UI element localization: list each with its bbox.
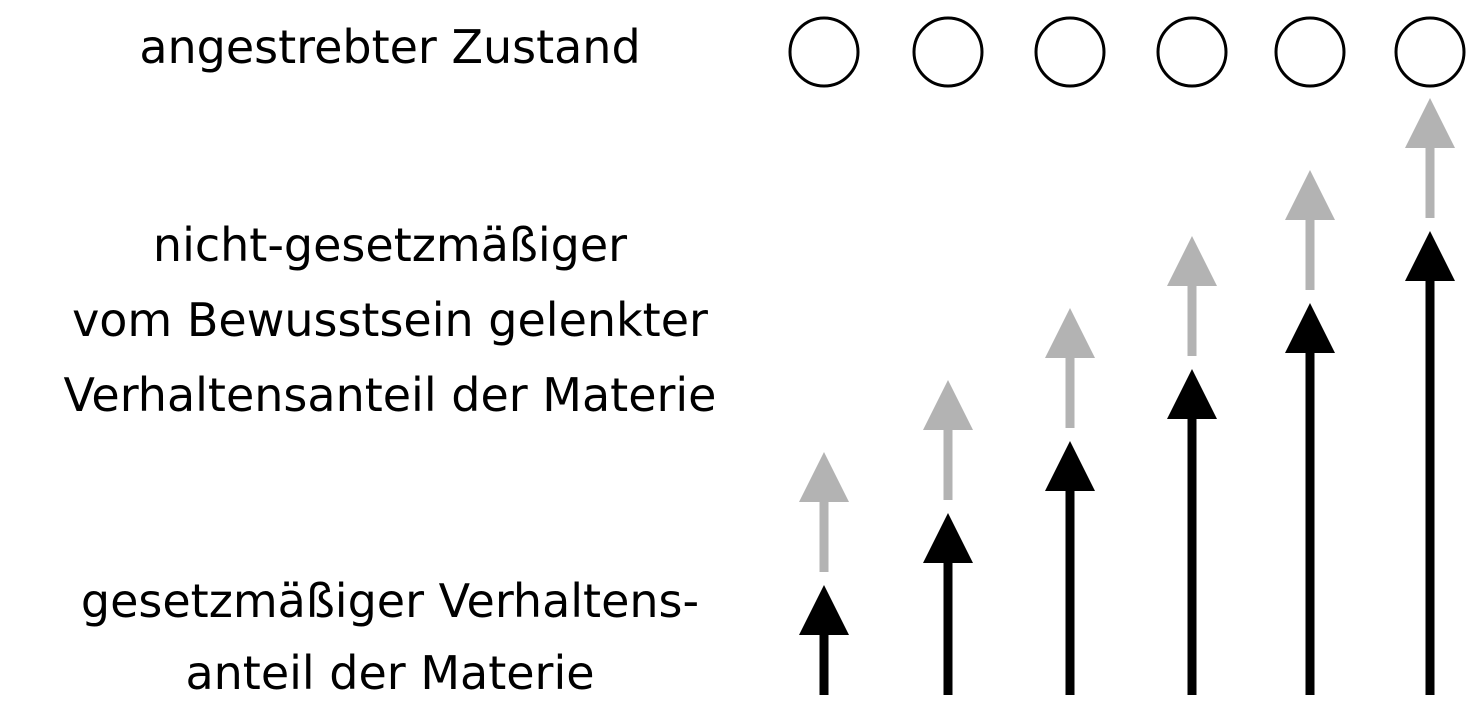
lawful-behavior-label: gesetzmäßiger Verhaltens- anteil der Mat…: [20, 565, 760, 709]
target-state-circle: [1034, 16, 1106, 88]
lawful-arrow-head: [799, 585, 849, 635]
target-state-circle: [1394, 16, 1466, 88]
non-lawful-line-2: vom Bewusstsein gelenkter: [72, 293, 708, 347]
non-lawful-arrow-head: [1167, 236, 1217, 286]
target-state-label: angestrebter Zustand: [139, 20, 641, 74]
non-lawful-arrow-head: [799, 452, 849, 502]
non-lawful-line-1: nicht-gesetzmäßiger: [152, 218, 628, 272]
non-lawful-line-3: Verhaltensanteil der Materie: [63, 368, 717, 422]
target-state-circle: [912, 16, 984, 88]
lawful-arrow-head: [1405, 231, 1455, 281]
lawful-arrow-head: [923, 513, 973, 563]
lawful-arrow-head: [1285, 303, 1335, 353]
lawful-line-2: anteil der Materie: [185, 646, 595, 700]
lawful-arrow-head: [1167, 369, 1217, 419]
target-state-circle: [788, 16, 860, 88]
non-lawful-arrow-head: [923, 380, 973, 430]
target-state-circle: [1274, 16, 1346, 88]
lawful-line-1: gesetzmäßiger Verhaltens-: [80, 574, 700, 628]
non-lawful-arrow-head: [1405, 98, 1455, 148]
non-lawful-arrow-head: [1285, 170, 1335, 220]
lawful-arrow-head: [1045, 441, 1095, 491]
non-lawful-behavior-label: nicht-gesetzmäßiger vom Bewusstsein gele…: [0, 208, 780, 433]
target-state-circle: [1156, 16, 1228, 88]
non-lawful-arrow-head: [1045, 308, 1095, 358]
